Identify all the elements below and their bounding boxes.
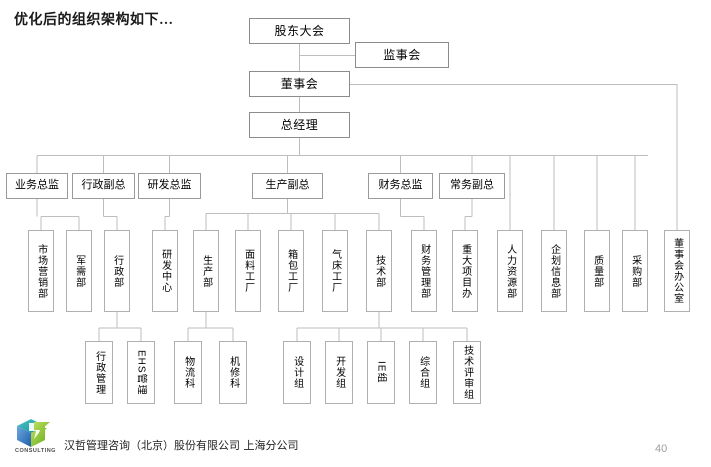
team-box-t2[interactable]: EHS管理	[127, 341, 155, 404]
team-box-t6[interactable]: 开发组	[325, 341, 353, 404]
box-label: 监事会	[383, 47, 421, 62]
governance-box-supervisors[interactable]: 监事会	[355, 42, 449, 68]
executive-box-ex2[interactable]: 行政副总	[72, 173, 135, 199]
box-label: 开发组	[333, 356, 345, 389]
department-box-d10[interactable]: 财务管理部	[411, 230, 437, 312]
executive-box-ex5[interactable]: 财务总监	[368, 173, 433, 199]
box-label: 军需部	[73, 254, 85, 288]
executive-box-ex6[interactable]: 常务副总	[439, 173, 505, 199]
box-label: 技术评审组	[461, 345, 473, 400]
team-box-t7[interactable]: IE组	[367, 341, 395, 404]
box-label: 重大项目办	[459, 243, 471, 299]
box-label: 董事会	[280, 76, 319, 91]
box-label: 气床工厂	[329, 249, 341, 293]
department-box-d3[interactable]: 行政部	[104, 230, 130, 312]
team-box-t3[interactable]: 物流科	[174, 341, 202, 404]
department-box-d1[interactable]: 市场营销部	[28, 230, 54, 312]
department-box-d16[interactable]: 董事会办公室	[664, 230, 690, 312]
box-label: 研发总监	[147, 179, 192, 192]
box-label: 综合组	[417, 356, 429, 389]
box-label: 常务副总	[450, 179, 494, 192]
department-box-d14[interactable]: 质量部	[584, 230, 610, 312]
department-box-d6[interactable]: 面料工厂	[235, 230, 261, 312]
box-label: 人力资源部	[504, 243, 516, 299]
department-box-d12[interactable]: 人力资源部	[497, 230, 523, 312]
logo-wordmark: CONSULTING	[15, 448, 56, 454]
box-label: 物流科	[182, 356, 194, 389]
footer-company-name: 汉哲管理咨询（北京）股份有限公司 上海分公司	[64, 439, 299, 452]
department-box-d15[interactable]: 采购部	[622, 230, 648, 312]
executive-box-ex1[interactable]: 业务总监	[6, 173, 68, 199]
box-label: 总经理	[280, 117, 319, 132]
governance-box-gm[interactable]: 总经理	[249, 112, 350, 138]
department-box-d8[interactable]: 气床工厂	[322, 230, 348, 312]
box-label: 行政部	[111, 254, 123, 288]
box-label: 股东大会	[274, 23, 325, 38]
box-label: 董事会办公室	[671, 238, 683, 304]
department-box-d11[interactable]: 重大项目办	[452, 230, 478, 312]
box-label: 行政管理	[93, 350, 105, 395]
page-number: 40	[655, 443, 668, 455]
team-box-t4[interactable]: 机修科	[219, 341, 247, 404]
box-label: 财务管理部	[418, 243, 430, 299]
box-label: 业务总监	[15, 179, 59, 192]
department-box-d7[interactable]: 箱包工厂	[278, 230, 304, 312]
department-box-d9[interactable]: 技术部	[366, 230, 392, 312]
page-title: 优化后的组织架构如下…	[14, 13, 174, 28]
department-box-d5[interactable]: 生产部	[193, 230, 219, 312]
box-label: 面料工厂	[242, 249, 254, 293]
box-label: 箱包工厂	[285, 249, 297, 293]
box-label: 研发中心	[159, 249, 171, 293]
executive-box-ex4[interactable]: 生产副总	[252, 173, 323, 199]
box-label: 机修科	[227, 356, 239, 389]
team-box-t5[interactable]: 设计组	[283, 341, 311, 404]
team-box-t9[interactable]: 技术评审组	[453, 341, 481, 404]
box-label: 技术部	[373, 254, 385, 288]
company-logo: CONSULTING	[15, 419, 56, 454]
box-label: IE组	[375, 361, 387, 384]
box-label: 质量部	[591, 254, 603, 288]
team-box-t1[interactable]: 行政管理	[85, 341, 113, 404]
team-box-t8[interactable]: 综合组	[409, 341, 437, 404]
governance-box-board[interactable]: 董事会	[249, 71, 350, 97]
box-label: 生产部	[200, 254, 212, 288]
box-label: 采购部	[629, 254, 641, 288]
box-label: 财务总监	[378, 179, 423, 192]
department-box-d13[interactable]: 企划信息部	[541, 230, 567, 312]
executive-box-ex3[interactable]: 研发总监	[138, 173, 201, 199]
box-label: 市场营销部	[35, 243, 47, 299]
department-box-d4[interactable]: 研发中心	[152, 230, 178, 312]
department-box-d2[interactable]: 军需部	[66, 230, 92, 312]
box-label: 行政副总	[81, 179, 126, 192]
box-label: 生产副总	[265, 179, 310, 192]
box-label: EHS管理	[135, 349, 147, 396]
box-label: 设计组	[291, 356, 303, 389]
box-label: 企划信息部	[548, 243, 560, 299]
governance-box-shareholders[interactable]: 股东大会	[249, 18, 350, 44]
